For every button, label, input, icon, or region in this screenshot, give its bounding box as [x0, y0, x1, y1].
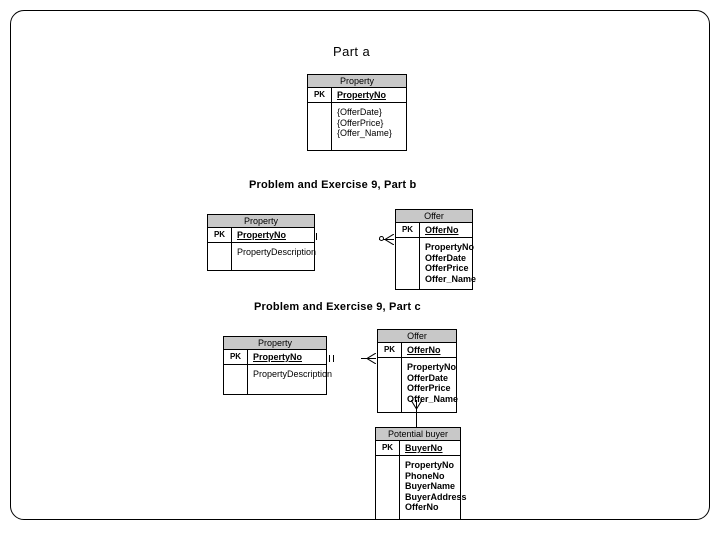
- entity-attribute-list: PropertyNo PhoneNo BuyerName BuyerAddres…: [400, 456, 470, 519]
- entity-attribute: Offer_Name: [407, 393, 459, 404]
- entity-header: Property: [308, 75, 406, 88]
- entity-body-gutter: [208, 243, 232, 270]
- entity-attribute: {Offer_Name}: [337, 128, 392, 138]
- entity-attribute: OfferPrice: [425, 263, 469, 273]
- pk-attribute: PropertyNo: [237, 230, 287, 240]
- entity-attribute: BuyerAddress: [405, 491, 467, 502]
- entity-body-gutter: [376, 456, 400, 519]
- entity-pk-row: PK BuyerNo: [376, 441, 460, 456]
- section-title-part-a: Part a: [333, 44, 371, 59]
- entity-attribute: {OfferPrice}: [337, 117, 384, 128]
- relationship-cardinality-tick-part-b: [316, 233, 317, 240]
- entity-body: PropertyDescription: [224, 365, 332, 394]
- pk-attribute: PropertyNo: [253, 352, 303, 362]
- entity-offer-part-b: Offer PK OfferNo PropertyNo OfferDate Of…: [395, 209, 476, 290]
- relationship-crowsfoot-buyer-part-c: [411, 400, 422, 409]
- pk-attribute: PropertyNo: [337, 90, 387, 100]
- pk-attribute: OfferNo: [425, 225, 459, 235]
- relationship-line-part-b: [379, 239, 389, 240]
- entity-attribute-list: PropertyDescription: [248, 365, 335, 394]
- pk-label: PK: [224, 350, 248, 364]
- entity-attribute: PropertyDescription: [253, 369, 333, 379]
- entity-body: PropertyDescription: [208, 243, 316, 270]
- entity-attribute: {OfferDate}: [337, 107, 382, 117]
- pk-attribute: BuyerNo: [405, 443, 443, 453]
- relationship-line-offer-buyer: [416, 403, 417, 427]
- entity-attribute-list: PropertyDescription: [232, 243, 319, 270]
- entity-attribute: OfferNo: [405, 502, 439, 512]
- entity-property-part-c: Property PK PropertyNo PropertyDescripti…: [223, 336, 332, 395]
- entity-attribute-list: PropertyNo OfferDate OfferPrice Offer_Na…: [420, 238, 479, 289]
- section-title-part-b: Problem and Exercise 9, Part b: [249, 179, 417, 191]
- entity-body-gutter: [308, 103, 332, 150]
- relationship-crowsfoot-part-b: [385, 234, 394, 245]
- entity-property-part-a: Property PK PropertyNo {OfferDate} {Offe…: [307, 74, 407, 151]
- pk-label: PK: [396, 223, 420, 237]
- entity-attribute: Offer_Name: [425, 273, 477, 284]
- entity-header: Offer: [396, 210, 472, 223]
- entity-attribute: OfferPrice: [407, 383, 451, 393]
- entity-attribute: PropertyNo: [425, 242, 475, 252]
- entity-potential-buyer-part-c: Potential buyer PK BuyerNo PropertyNo Ph…: [375, 427, 467, 520]
- pk-label: PK: [308, 88, 332, 102]
- entity-pk-row: PK PropertyNo: [224, 350, 326, 365]
- entity-offer-part-c: Offer PK OfferNo PropertyNo OfferDate Of…: [377, 329, 458, 413]
- entity-pk-row: PK OfferNo: [378, 343, 456, 358]
- slide-frame: Part a Property PK PropertyNo {OfferDate…: [10, 10, 710, 520]
- section-title-part-c: Problem and Exercise 9, Part c: [254, 301, 421, 313]
- entity-body: PropertyNo PhoneNo BuyerName BuyerAddres…: [376, 456, 467, 519]
- pk-attribute: OfferNo: [407, 345, 441, 355]
- entity-body-gutter: [396, 238, 420, 289]
- entity-pk-row: PK PropertyNo: [208, 228, 314, 243]
- entity-header: Property: [208, 215, 314, 228]
- entity-attribute: PropertyNo: [405, 460, 455, 470]
- entity-attribute-list: {OfferDate} {OfferPrice} {Offer_Name}: [332, 103, 406, 150]
- relationship-line-part-c: [361, 358, 369, 359]
- entity-body: PropertyNo OfferDate OfferPrice Offer_Na…: [378, 358, 458, 412]
- entity-body-gutter: [378, 358, 402, 412]
- relationship-cardinality-tick-part-c: [329, 355, 330, 362]
- entity-header: Property: [224, 337, 326, 350]
- entity-attribute: PropertyDescription: [237, 247, 317, 257]
- entity-attribute: OfferDate: [425, 252, 467, 263]
- pk-label: PK: [378, 343, 402, 357]
- entity-property-part-b: Property PK PropertyNo PropertyDescripti…: [207, 214, 316, 271]
- entity-header: Potential buyer: [376, 428, 460, 441]
- pk-label: PK: [208, 228, 232, 242]
- relationship-cardinality-tick-part-c: [333, 355, 334, 362]
- entity-header: Offer: [378, 330, 456, 343]
- entity-attribute: PropertyNo: [407, 362, 457, 372]
- entity-attribute: PhoneNo: [405, 470, 445, 481]
- entity-attribute: OfferDate: [407, 372, 449, 383]
- entity-attribute-list: PropertyNo OfferDate OfferPrice Offer_Na…: [402, 358, 461, 412]
- entity-body: {OfferDate} {OfferPrice} {Offer_Name}: [308, 103, 406, 150]
- entity-pk-row: PK PropertyNo: [308, 88, 406, 103]
- relationship-optional-circle-part-b: [379, 236, 384, 241]
- pk-label: PK: [376, 441, 400, 455]
- entity-pk-row: PK OfferNo: [396, 223, 472, 238]
- entity-body: PropertyNo OfferDate OfferPrice Offer_Na…: [396, 238, 476, 289]
- relationship-crowsfoot-offer-part-c: [367, 353, 376, 364]
- entity-attribute: BuyerName: [405, 481, 456, 491]
- entity-body-gutter: [224, 365, 248, 394]
